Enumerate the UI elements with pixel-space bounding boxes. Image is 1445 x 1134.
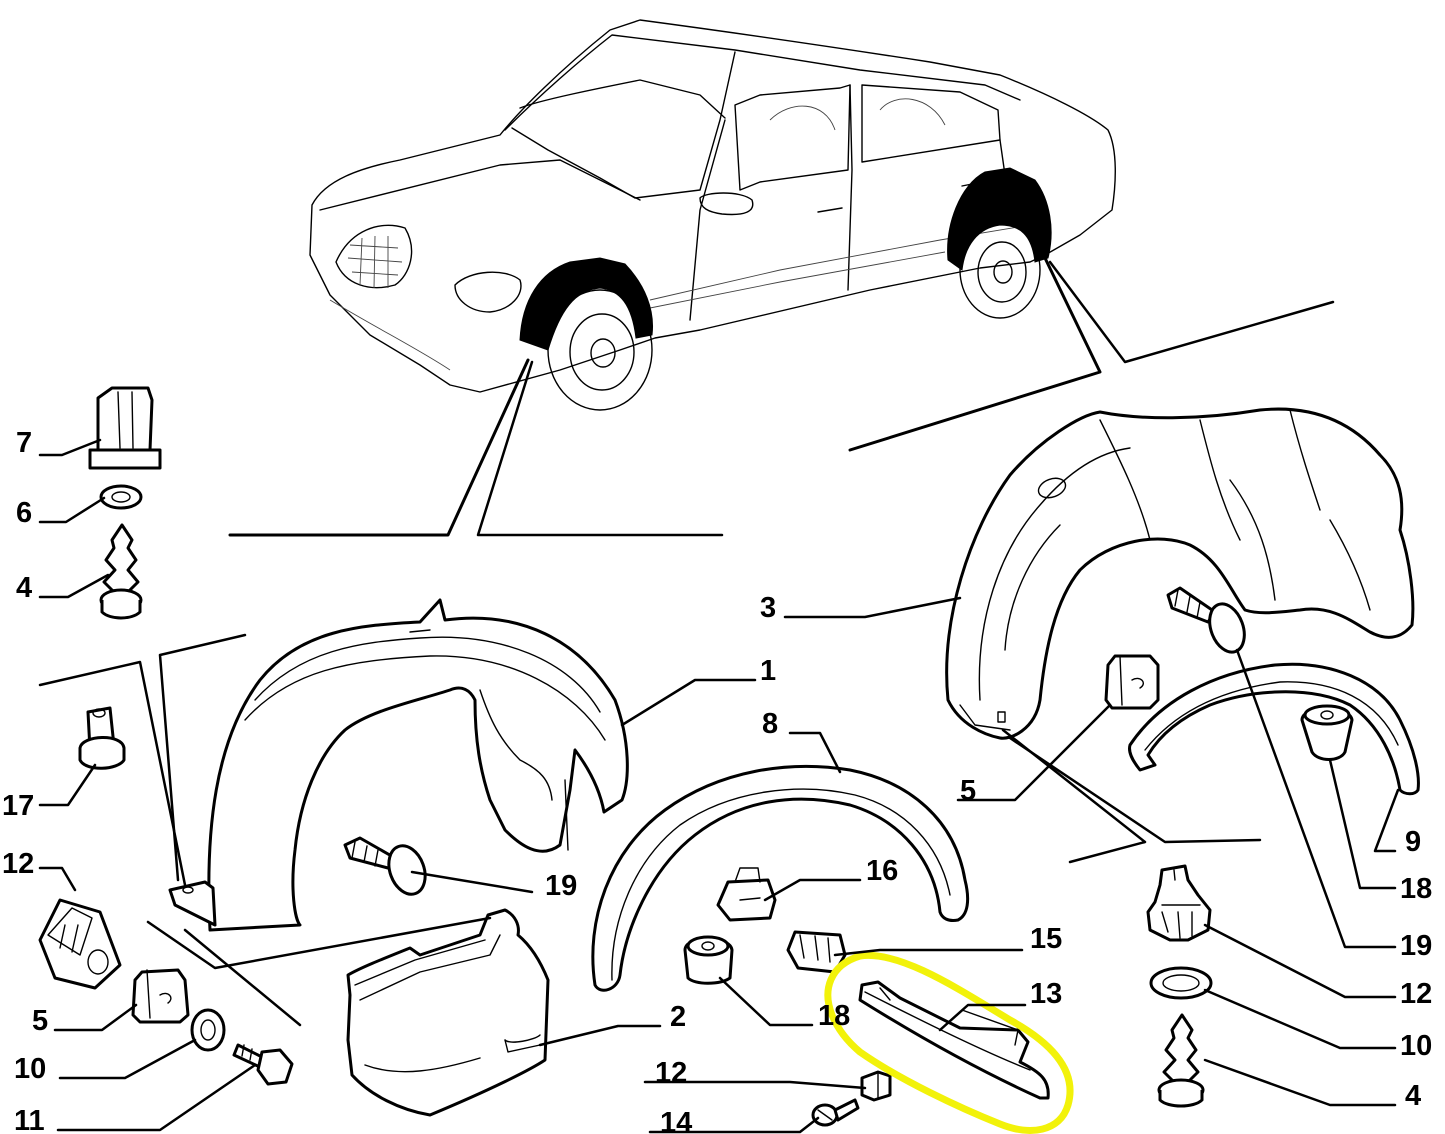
callout-19-right: 19 — [1400, 930, 1432, 962]
callout-11: 11 — [14, 1105, 45, 1134]
callout-12-left: 12 — [2, 848, 34, 880]
washer-6-icon — [99, 484, 143, 510]
wheelarch-trim-part-9 — [1128, 662, 1420, 796]
washer-10-right-icon — [1149, 966, 1213, 1000]
callout-1: 1 — [760, 655, 776, 687]
callout-12-right: 12 — [1400, 978, 1432, 1010]
callout-3: 3 — [760, 592, 776, 624]
callout-15: 15 — [1030, 923, 1062, 955]
rear-wheelarch-liner-part-3 — [945, 407, 1415, 740]
front-wheelarch-liner-location — [519, 257, 654, 351]
clip-7-icon — [88, 386, 162, 470]
clip-16-icon — [716, 867, 777, 922]
callout-18-right: 18 — [1400, 873, 1432, 905]
callout-12-mid: 12 — [655, 1057, 687, 1089]
rear-wheelarch-liner-location — [947, 167, 1052, 271]
bolt-11-icon — [232, 1043, 294, 1086]
callout-16: 16 — [866, 855, 898, 887]
clip-12-right-icon — [1146, 864, 1212, 942]
callout-4-right: 4 — [1405, 1080, 1421, 1112]
front-wheelarch-liner-part-1 — [168, 598, 629, 932]
callout-10-left: 10 — [14, 1053, 46, 1085]
callout-17: 17 — [2, 790, 34, 822]
clip-12-left-icon — [38, 898, 122, 990]
clip-12-mid-icon — [860, 1070, 892, 1102]
callout-14: 14 — [660, 1107, 692, 1134]
callout-10-right: 10 — [1400, 1030, 1432, 1062]
callout-5-right: 5 — [960, 775, 976, 807]
callout-9: 9 — [1405, 826, 1421, 858]
mud-guard-part-2 — [346, 908, 550, 1117]
callout-19-left: 19 — [545, 870, 577, 902]
nut-18-right-icon — [1300, 704, 1354, 761]
side-trim-part-13 — [858, 980, 1050, 1100]
leader-lines — [38, 438, 1400, 1134]
car-pointer-lines — [228, 256, 1335, 537]
highlight-ring — [824, 951, 1074, 1134]
screw-4-right-icon — [1157, 1013, 1205, 1108]
washer-10-left-icon — [190, 1008, 226, 1052]
callout-13: 13 — [1030, 978, 1062, 1010]
clip-5-left-icon — [131, 968, 190, 1024]
screw-4-left-icon — [99, 523, 143, 620]
wheelarch-trim-part-8 — [591, 764, 970, 992]
nut-18-mid-icon — [683, 935, 734, 985]
callout-6: 6 — [16, 497, 32, 529]
nut-17-icon — [78, 706, 126, 770]
screw-14-icon — [811, 1098, 860, 1127]
push-clip-19-left-icon — [343, 836, 427, 896]
clip-5-right-icon — [1104, 654, 1160, 710]
callout-numbers: 7 6 4 17 12 5 10 11 1 19 2 8 16 18 12 14… — [2, 427, 1432, 1134]
callout-5-left: 5 — [32, 1005, 48, 1037]
car-illustration — [309, 19, 1116, 411]
callout-8: 8 — [762, 708, 778, 740]
callout-4-left: 4 — [16, 572, 32, 604]
callout-2: 2 — [670, 1001, 686, 1033]
push-clip-19-right-icon — [1166, 586, 1246, 654]
callout-18-mid: 18 — [818, 1000, 850, 1032]
callout-7: 7 — [16, 427, 32, 459]
